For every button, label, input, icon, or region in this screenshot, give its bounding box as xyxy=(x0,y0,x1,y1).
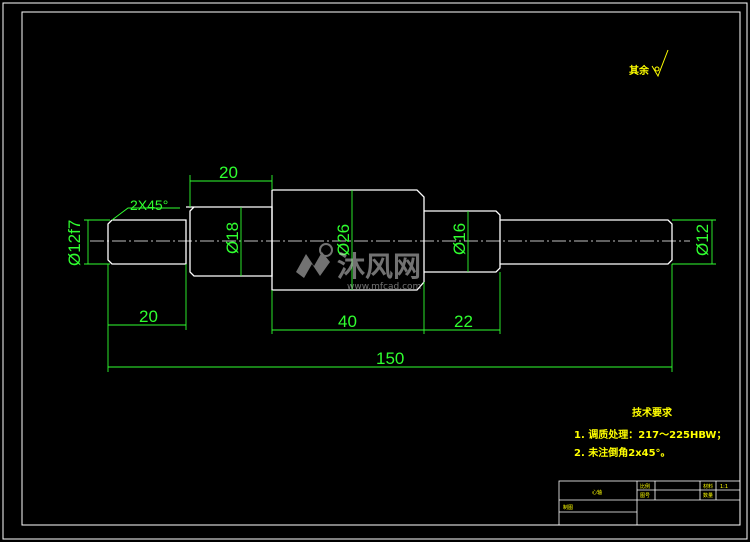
dimension-lines xyxy=(84,175,716,372)
tech-req-item-1: 1. 调质处理：217～225HBW； xyxy=(574,428,726,441)
title-label-drawn: 制图 xyxy=(563,504,573,511)
title-label-scale: 比例 xyxy=(640,483,650,490)
d26-dimension: Ø26 xyxy=(334,224,353,256)
title-label-drawing-no: 图号 xyxy=(640,493,650,499)
inner-frame xyxy=(21,11,741,526)
right-diameter-dimension: Ø12 xyxy=(693,224,712,256)
d16-dimension: Ø16 xyxy=(450,223,469,255)
total-length-dimension: 150 xyxy=(376,349,404,368)
title-label-quantity: 数量 xyxy=(703,492,713,499)
title-label-scale-value: 1:1 xyxy=(720,484,728,490)
left-length-dimension: 20 xyxy=(139,307,158,326)
roughness-symbol-icon xyxy=(651,49,669,78)
middle-length-dimension: 40 xyxy=(338,312,357,331)
watermark-url: www.mfcad.com xyxy=(347,282,421,292)
left-diameter-dimension: Ø12f7 xyxy=(65,220,84,266)
top-step-length-dimension: 20 xyxy=(219,163,238,182)
title-block xyxy=(558,480,741,526)
watermark-logo-icon xyxy=(296,243,333,278)
chamfer-dimension: 2X45° xyxy=(130,197,168,213)
watermark: 沐风网 www.mfcad.com xyxy=(296,243,421,292)
roughness-note: 其余 xyxy=(629,49,669,78)
roughness-label: 其余 xyxy=(629,64,650,77)
tech-req-item-2: 2. 未注倒角2x45°。 xyxy=(574,446,671,459)
technical-requirements: 技术要求 1. 调质处理：217～225HBW； 2. 未注倒角2x45°。 xyxy=(574,406,726,459)
tech-req-title: 技术要求 xyxy=(632,406,673,419)
right-step-length-dimension: 22 xyxy=(454,312,473,331)
d18-dimension: Ø18 xyxy=(223,222,242,254)
title-label-material: 材料 xyxy=(703,483,713,490)
watermark-brand: 沐风网 xyxy=(337,250,421,283)
title-part-name: 心轴 xyxy=(592,489,602,496)
